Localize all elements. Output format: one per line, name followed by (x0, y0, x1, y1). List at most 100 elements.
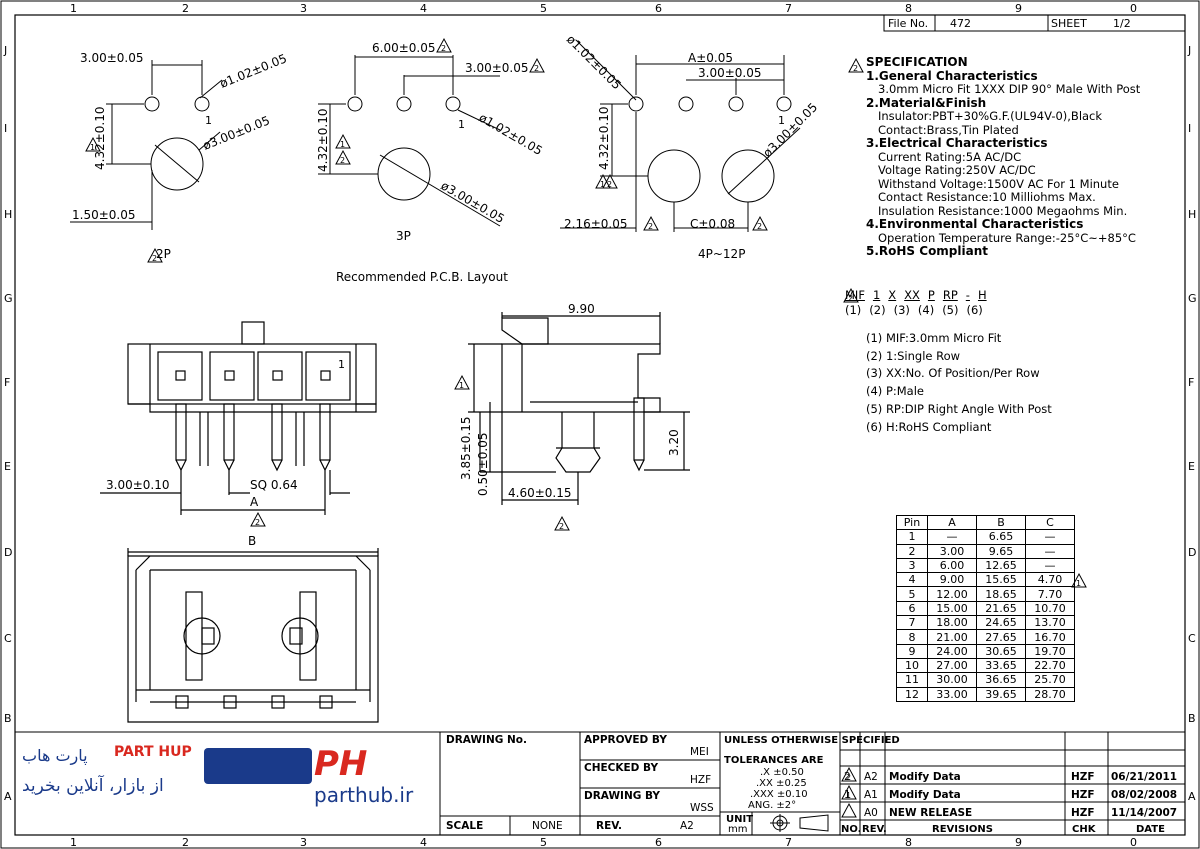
table-cell: 27.00 (927, 657, 977, 674)
unit-label: UNIT (726, 814, 753, 825)
grid-row-label: H (1188, 208, 1196, 221)
table-cell: — (1025, 557, 1075, 574)
dim-4p-hole: ø1.02±0.05 (564, 32, 624, 92)
file-no-box: File No. 472 SHEET 1/2 (883, 14, 1186, 32)
dim-3p-height: 4.32±0.10 (316, 109, 330, 173)
grid-row-label: J (3, 44, 7, 57)
table-cell: 5 (896, 586, 928, 602)
part-code-segment: RP (942, 288, 958, 302)
pin1-front: 1 (338, 358, 345, 371)
revision-triangle-icon (752, 215, 768, 231)
tol-xx: .XX ±0.25 (756, 778, 807, 789)
part-code-index: (2) (869, 303, 886, 317)
part-code-segment: XX (904, 288, 920, 302)
revision-triangle-number: 2 (534, 64, 539, 73)
tol-title: UNLESS OTHERWISE SPECIFIED (724, 735, 900, 746)
dim-3p-post: ø3.00±0.05 (439, 178, 507, 226)
table-cell: 25.70 (1025, 672, 1075, 688)
grid-row-label: H (4, 208, 12, 221)
table-cell: 6.65 (976, 529, 1026, 545)
revision-triangle-icon (554, 515, 570, 531)
drawing-no-label: DRAWING No. (446, 734, 527, 746)
table-cell: 22.70 (1025, 657, 1075, 674)
grid-row-label: F (4, 376, 10, 389)
table-cell: 19.70 (1025, 643, 1075, 659)
grid-col-label: 2 (182, 2, 189, 15)
table-cell: 3.00 (927, 543, 977, 559)
table-cell: 12.00 (927, 586, 977, 602)
grid-row-label: I (4, 122, 7, 135)
table-cell: 15.65 (976, 572, 1026, 588)
table-cell: 36.65 (976, 672, 1026, 688)
grid-row-label: G (1188, 292, 1197, 305)
dim-2p-height: 4.32±0.10 (93, 107, 107, 171)
table-cell: 9.00 (927, 572, 977, 588)
revision-date: 08/02/2008 (1111, 789, 1177, 801)
logo-mark-text: PH (314, 744, 368, 784)
grid-col-label: 3 (300, 836, 307, 849)
grid-row-label: I (1188, 122, 1191, 135)
dim-side-post: 4.60±0.15 (508, 486, 572, 500)
spec-line: Insulation Resistance:1000 Megaohms Min. (878, 203, 1128, 218)
table-cell: 11 (896, 672, 928, 688)
revision-rev: A0 (864, 807, 878, 819)
grid-row-label: B (1188, 712, 1196, 725)
dim-side-h2: 0.50±0.05 (476, 433, 490, 497)
grid-col-label: 8 (905, 2, 912, 15)
revision-triangle-number: 2 (441, 44, 446, 53)
title-block (14, 731, 1186, 836)
grid-col-label: 0 (1130, 2, 1137, 15)
checked-value: HZF (690, 774, 711, 786)
revision-no: 2 (844, 771, 851, 783)
sheet-label: SHEET (1051, 17, 1087, 30)
revision-triangle-icon (85, 136, 101, 152)
table-cell: 15.00 (927, 600, 977, 617)
unit-value: mm (728, 824, 747, 835)
revision-triangle-number: 2 (607, 180, 612, 189)
revision-triangle-icon (841, 766, 857, 782)
table-cell: 6.00 (927, 557, 977, 574)
revision-triangle-number: 1 (600, 180, 605, 189)
revision-triangle-number: 1 (1076, 579, 1081, 588)
spec-line: Current Rating:5A AC/DC (878, 149, 1022, 164)
pin-table-header: B (976, 514, 1026, 531)
revision-rev: A1 (864, 789, 878, 801)
sheet-value: 1/2 (1113, 17, 1131, 30)
table-cell: 30.00 (927, 672, 977, 688)
table-cell: 13.70 (1025, 615, 1075, 631)
table-cell: 7.70 (1025, 586, 1075, 602)
grid-row-label: A (4, 790, 12, 803)
pcb-layout-4p (560, 39, 801, 232)
dim-3p-hole: ø1.02±0.05 (477, 110, 545, 158)
revision-no: 1 (844, 789, 851, 801)
revision-triangle-icon (335, 133, 351, 149)
grid-row-label: D (4, 546, 12, 559)
dim-front-pitch: 3.00±0.10 (106, 478, 170, 492)
revision-triangle-icon (841, 784, 857, 800)
dim-side-pin: 3.20 (667, 429, 681, 456)
revision-triangle-number: 2 (255, 518, 260, 527)
revision-chk: HZF (1071, 789, 1095, 801)
pcb-layout-2p (70, 60, 223, 230)
pin-table-header: A (927, 514, 977, 531)
table-cell: 3 (896, 557, 928, 574)
scale-value: NONE (532, 820, 563, 832)
revision-triangle-icon (436, 37, 452, 53)
pin-table-header: C (1025, 514, 1075, 531)
table-cell: 24.00 (927, 643, 977, 659)
table-cell: 33.65 (976, 657, 1026, 674)
spec-section-head: 5.RoHS Compliant (866, 244, 989, 258)
revision-triangle-icon (841, 802, 857, 818)
revision-chk: HZF (1071, 807, 1095, 819)
dim-4p-c: C±0.08 (690, 217, 735, 231)
grid-col-label: 9 (1015, 2, 1022, 15)
logo-fa-name: پارت هاب (22, 746, 88, 765)
grid-row-label: D (1188, 546, 1196, 559)
grid-col-label: 5 (540, 2, 547, 15)
